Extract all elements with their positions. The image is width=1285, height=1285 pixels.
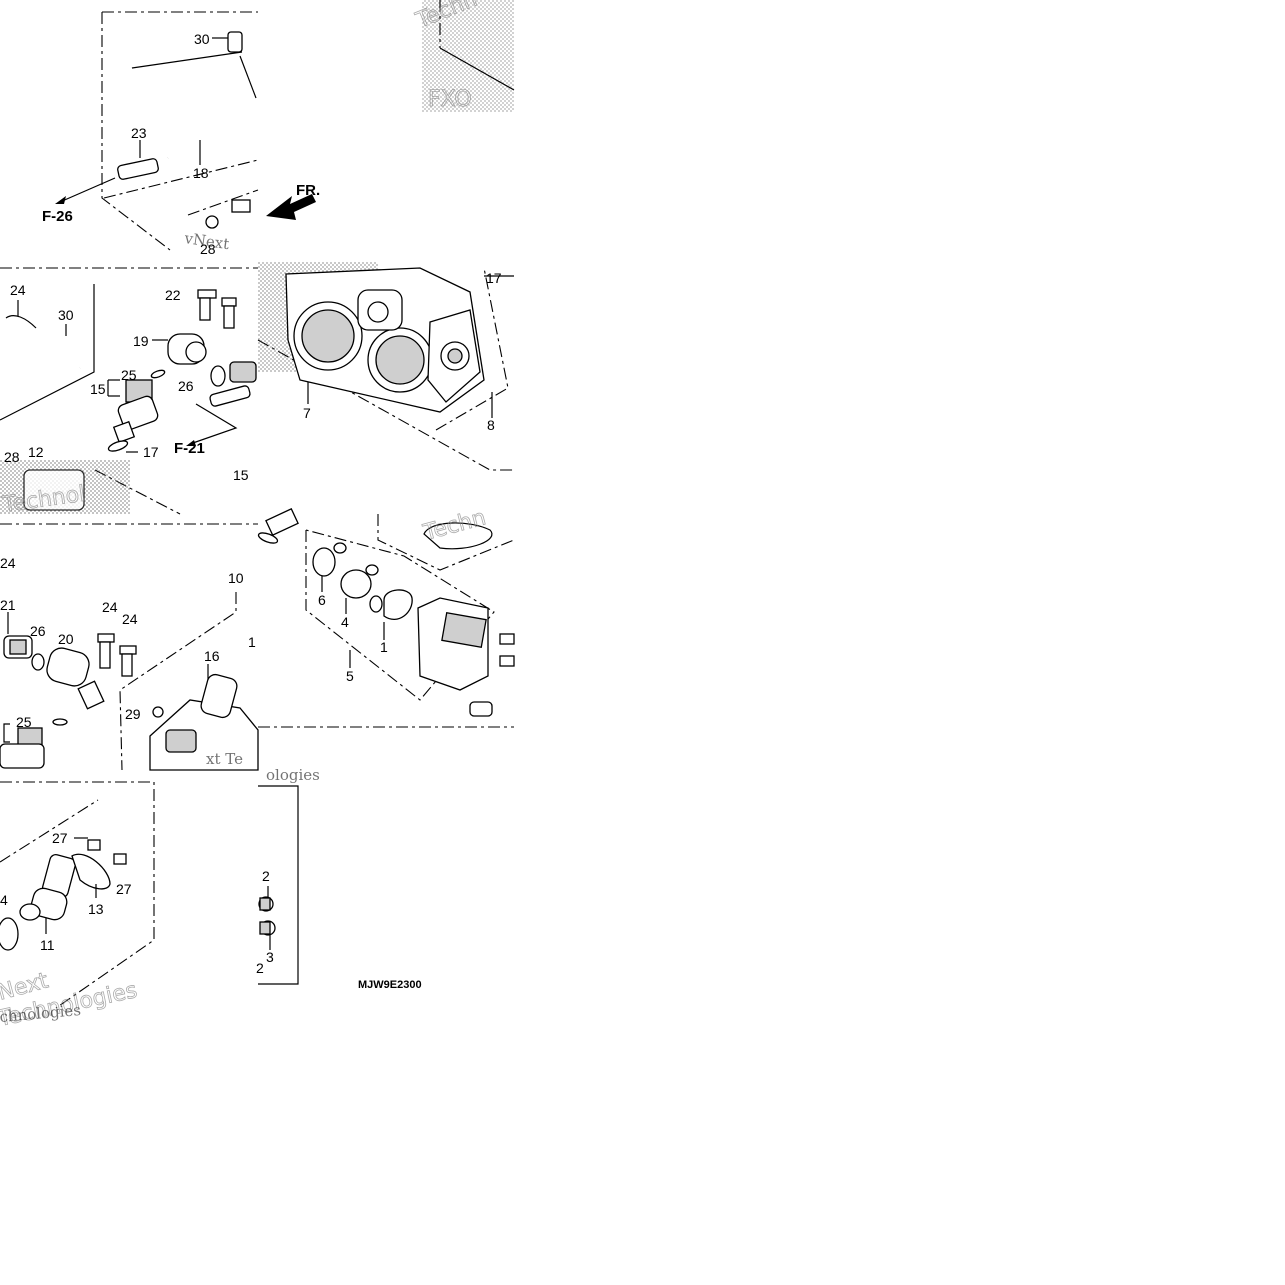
gasket-4 [383,589,413,621]
tile-top-middle: FXO Techn [412,0,515,112]
o-ring-26 [31,653,45,671]
tile-bottom-left: 27 4 27 13 11 Next Technologies chnologi… [0,781,155,1032]
callout: 29 [125,706,141,722]
o-ring-4 [0,917,19,951]
ref-f21: F-21 [174,440,205,457]
callout: 27 [52,830,68,846]
callout: 4 [341,614,349,630]
callout: 4 [0,892,8,908]
callout: 17 [486,270,502,286]
callout: 11 [40,937,55,953]
tile-middle-left: 24 22 30 19 25 15 26 17 28 12 15 F-21 Te… [0,267,258,518]
tile-throttle-body: 7 8 17 [257,262,514,471]
callout: 30 [194,31,210,47]
callout: 25 [16,714,32,730]
callout: 24 [122,611,138,627]
callout: 1 [248,634,256,650]
front-arrow-icon [266,194,316,220]
tile-lower-center: 6 4 1 5 Techn ologies [257,505,515,784]
watermark: FXO [428,87,472,112]
tile-bottom-center: 2 3 2 MJW9E2300 [256,785,422,991]
callout: 2 [262,868,270,884]
o-ring-5 [312,547,336,577]
callout: 24 [102,599,118,615]
boundary-line [101,12,171,251]
callout: 23 [131,125,147,141]
bolt-24 [199,297,211,321]
callout: 21 [0,597,16,613]
callout: 13 [88,901,104,917]
callout: 27 [116,881,132,897]
watermark: xt Te [206,750,243,768]
gasket-13 [71,853,111,890]
bolt-top [231,199,251,213]
callout: 15 [90,381,106,397]
fitting-30 [227,31,243,53]
tile-lower-left: 24 21 26 20 24 24 10 16 29 25 1 xt Te [0,523,259,771]
o-ring-6 [340,569,372,599]
callout: 5 [346,668,354,684]
callout: 28 [200,241,216,257]
o-ring-4 [369,595,383,613]
bolt-28 [205,215,219,229]
ref-f26: F-26 [42,208,73,225]
callout: 10 [228,570,244,586]
callout: 24 [10,282,26,298]
callout: 30 [58,307,74,323]
callout: 28 [4,449,20,465]
watermark: ologies [266,766,320,784]
callout: 18 [193,165,209,181]
watermark: vNext [182,229,230,253]
boundary-line [103,159,259,199]
direction-label: FR. [296,182,320,199]
callout: 24 [0,555,16,571]
watermark: Techn [420,505,489,546]
o-ring-26 [210,365,226,387]
part-20 [46,647,90,687]
callout: 12 [28,444,44,460]
callout: 16 [204,648,220,664]
callout: 17 [143,444,159,460]
callout: 8 [487,417,495,433]
callout: 26 [178,378,194,394]
callout: 6 [318,592,326,608]
callout: 7 [303,405,311,421]
callout: 1 [380,639,388,655]
callout: 19 [133,333,149,349]
callout: 26 [30,623,46,639]
callout: 15 [233,467,249,483]
bolt-24 [197,289,217,299]
callout: 3 [266,949,274,965]
diagram-code: MJW9E2300 [358,979,422,991]
callout: 2 [256,960,264,976]
callout: 25 [121,367,137,383]
callout: 20 [58,631,74,647]
joint-23 [117,158,159,180]
callout: 22 [165,287,181,303]
tile-top-left: FR. 30 23 18 28 F-26 vNext [42,11,320,257]
